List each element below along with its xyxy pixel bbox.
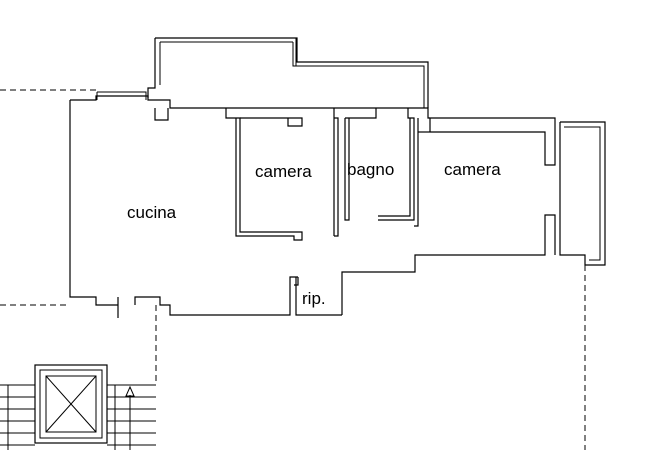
room-label-storage: rip.: [302, 289, 326, 308]
balcony-top: [147, 37, 429, 108]
room-labels: cucina camera bagno camera rip.: [127, 160, 501, 308]
room-label-bedroom-2: camera: [444, 160, 501, 179]
boundary-lines: [0, 89, 586, 450]
staircase: [0, 364, 156, 450]
balcony-right: [559, 121, 606, 266]
stairs-right: [107, 384, 156, 450]
interior-walls: [154, 108, 419, 316]
room-label-kitchen: cucina: [127, 203, 177, 222]
room-label-bathroom: bagno: [347, 160, 394, 179]
room-label-bedroom-1: camera: [255, 162, 312, 181]
exterior-walls: [69, 91, 556, 318]
stairs-left: [0, 384, 35, 450]
